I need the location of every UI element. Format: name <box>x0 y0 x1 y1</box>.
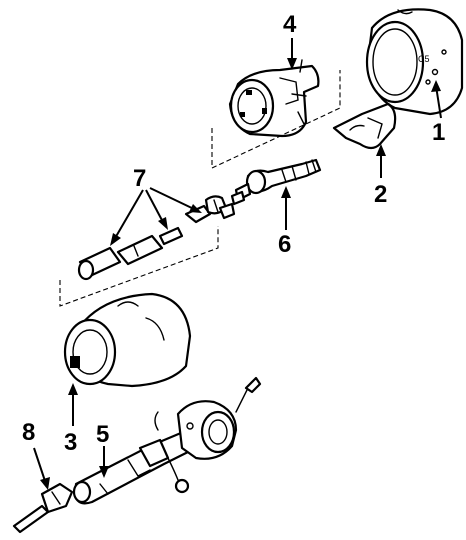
callout-7: 7 <box>133 165 146 192</box>
part-6-shaft <box>234 158 322 202</box>
callout-5: 5 <box>96 421 109 448</box>
leader-2 <box>376 144 386 178</box>
leader-4 <box>287 38 297 70</box>
callout-6: 6 <box>278 231 291 258</box>
part-8-ujoint <box>12 482 74 534</box>
callout-1: 1 <box>432 119 445 146</box>
dashed-guide-box-middle <box>59 226 219 307</box>
leader-1 <box>431 80 442 119</box>
callout-3: 3 <box>64 429 77 456</box>
part-1-housing-cover: C5 <box>365 8 464 116</box>
part-7-shaft-pieces <box>77 190 246 281</box>
callout-4: 4 <box>283 11 297 38</box>
leader-4-guide <box>299 59 303 73</box>
callout-2: 2 <box>374 181 387 208</box>
leader-3 <box>68 383 78 426</box>
part-1-stamp-text: C5 <box>418 54 430 64</box>
part-4-lock-housing <box>228 64 320 138</box>
callout-8: 8 <box>22 419 35 446</box>
part-2-lever <box>332 102 397 150</box>
part-3-column-jacket <box>63 292 192 388</box>
leader-6 <box>281 186 291 230</box>
dashed-guide-box-upper <box>211 70 341 169</box>
leader-7 <box>110 187 202 246</box>
leader-5 <box>99 446 109 478</box>
leader-8 <box>33 447 50 490</box>
part-5-lower-shaft-assembly <box>72 376 262 505</box>
